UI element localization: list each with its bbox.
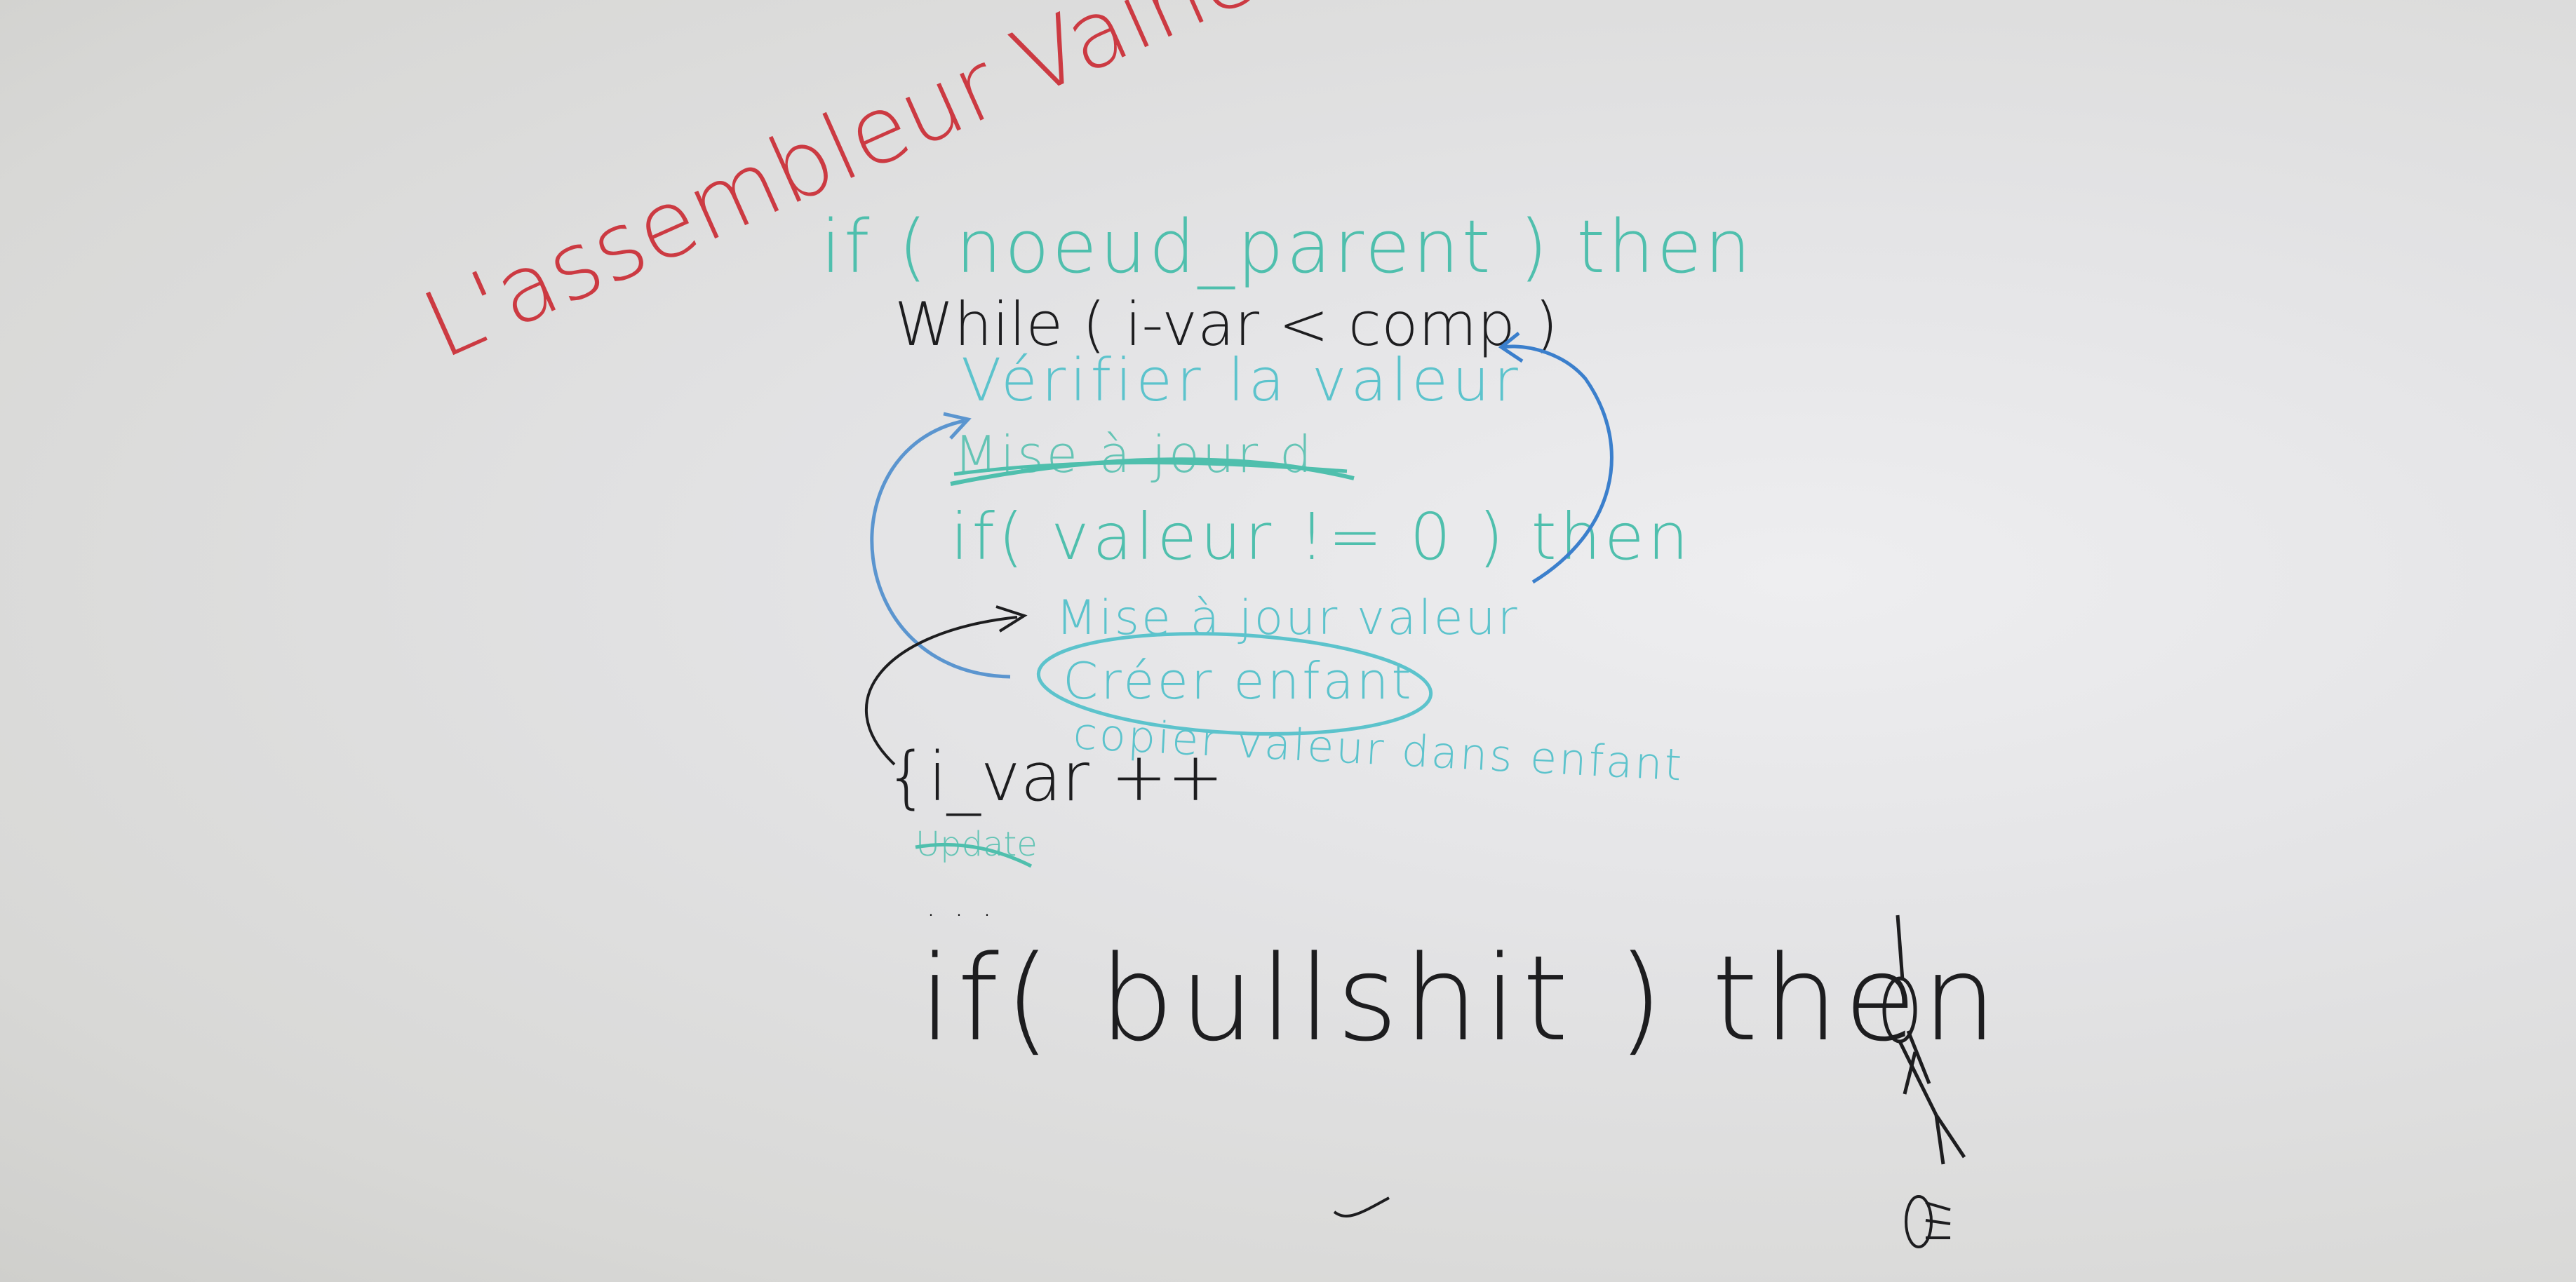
check-mark — [1333, 1196, 1390, 1218]
line-dots: . . . — [926, 888, 996, 924]
line-ivar: {i_var ++ — [885, 738, 1224, 816]
line-while: While ( i-var < comp ) — [894, 290, 1558, 360]
line-if-valeur: if( valeur != 0 ) then — [951, 499, 1692, 574]
line-verify: Vérifier la valeur — [961, 346, 1522, 414]
line-struck-mise: Mise à jour d — [954, 425, 1315, 484]
line-mise-jour: Mise à jour valeur — [1056, 591, 1520, 646]
stool-drawing — [1905, 1195, 1951, 1248]
line-creer-enfant: Créer enfant — [1063, 652, 1414, 710]
line-update-struck: Update — [915, 825, 1038, 864]
black-arrowhead — [995, 605, 1028, 633]
line-bullshit: if( bullshit ) then — [919, 930, 2003, 1067]
line-if-parent: if ( noeud_parent ) then — [821, 204, 1754, 290]
